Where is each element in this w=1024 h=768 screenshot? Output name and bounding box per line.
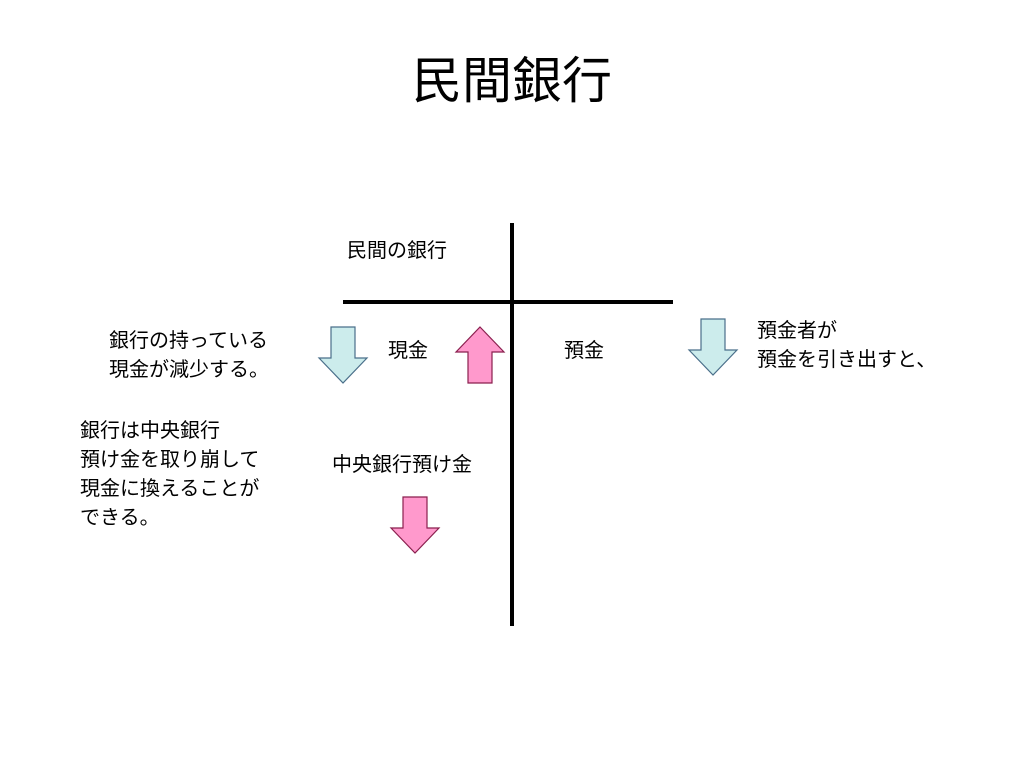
note-line: 預金者が xyxy=(757,318,837,342)
reserve-decrease-arrow-icon xyxy=(389,496,441,554)
slide-title: 民間銀行 xyxy=(412,52,612,110)
asset-reserve-label: 中央銀行預け金 xyxy=(332,452,472,476)
cash-decrease-arrow-icon xyxy=(317,326,369,384)
asset-cash-label: 現金 xyxy=(388,338,428,362)
note-line: できる。 xyxy=(80,505,160,529)
note-line: 預金を引き出すと、 xyxy=(757,347,937,371)
note-line: 預け金を取り崩して xyxy=(80,447,260,471)
note-cash-decrease: 銀行の持っている 現金が減少する。 xyxy=(109,326,269,384)
note-line: 銀行は中央銀行 xyxy=(80,418,220,442)
t-account-vertical-line xyxy=(510,223,514,626)
note-line: 銀行の持っている xyxy=(109,328,268,352)
note-reserve: 銀行は中央銀行 預け金を取り崩して 現金に換えることが できる。 xyxy=(80,416,259,532)
t-account-horizontal-line xyxy=(343,300,673,304)
liability-deposit-label: 預金 xyxy=(564,338,604,362)
note-line: 現金が減少する。 xyxy=(109,357,269,381)
deposit-decrease-arrow-icon xyxy=(687,318,739,376)
note-depositor: 預金者が 預金を引き出すと、 xyxy=(757,316,936,374)
note-line: 現金に換えることが xyxy=(80,476,260,500)
cash-increase-arrow-icon xyxy=(454,326,506,384)
t-account-header: 民間の銀行 xyxy=(347,238,447,262)
